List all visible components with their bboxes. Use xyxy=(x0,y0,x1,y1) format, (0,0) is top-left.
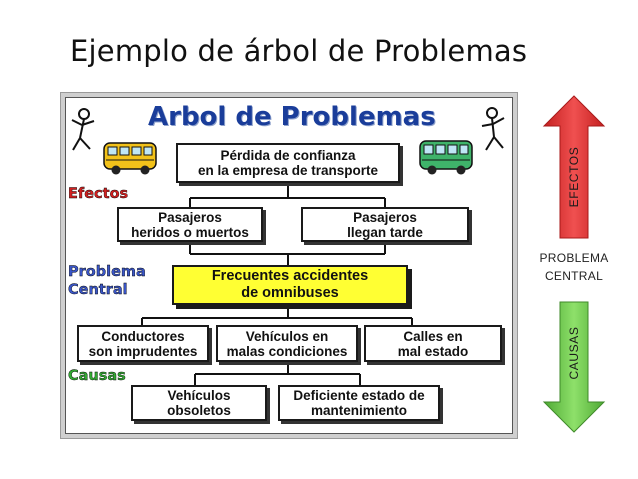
box-line: llegan tarde xyxy=(347,224,423,240)
slide-title: Ejemplo de árbol de Problemas xyxy=(70,34,528,68)
cause-box: Calles en mal estado xyxy=(364,325,502,362)
side-label-central: CENTRAL xyxy=(544,269,604,283)
cause-box: Vehículos en malas condiciones xyxy=(216,325,358,362)
up-arrow-icon xyxy=(542,95,606,239)
stick-figure-icon xyxy=(71,108,95,151)
sub-cause-box: Deficiente estado de mantenimiento xyxy=(278,385,440,421)
row-label-causas: Causas xyxy=(68,368,126,384)
central-problem-box: Frecuentes accidentes de omnibuses xyxy=(172,265,408,305)
row-label-central: Central xyxy=(68,282,128,298)
box-line: Vehículos en xyxy=(245,328,329,344)
side-label-efectos: EFECTOS xyxy=(567,146,581,208)
box-line: malas condiciones xyxy=(226,343,348,359)
effect-box: Pasajeros llegan tarde xyxy=(301,207,469,242)
box-line: Pasajeros xyxy=(353,209,417,225)
side-label-causas: CAUSAS xyxy=(567,326,581,380)
box-line: de omnibuses xyxy=(241,285,339,301)
top-effect-box: Pérdida de confianza en la empresa de tr… xyxy=(176,143,400,183)
box-line: son imprudentes xyxy=(88,343,198,359)
row-label-problema: Problema xyxy=(68,264,146,280)
effect-box: Pasajeros heridos o muertos xyxy=(117,207,263,242)
sub-cause-box: Vehículos obsoletos xyxy=(131,385,267,421)
box-line: Frecuentes accidentes xyxy=(211,268,369,284)
bus-icon xyxy=(103,142,157,175)
side-label-problema: PROBLEMA xyxy=(539,251,609,265)
box-line: Pérdida de confianza xyxy=(220,148,356,163)
box-line: mantenimiento xyxy=(310,403,407,418)
stick-figure-icon xyxy=(481,107,505,151)
box-line: Deficiente estado de xyxy=(293,388,425,403)
bus-icon xyxy=(419,140,473,175)
box-line: Vehículos xyxy=(167,388,231,403)
box-line: en la empresa de transporte xyxy=(197,163,379,178)
box-line: Calles en xyxy=(403,328,463,344)
box-line: obsoletos xyxy=(167,403,231,418)
panel-title: Arbol de Problemas xyxy=(148,102,436,132)
box-line: mal estado xyxy=(397,343,469,359)
down-arrow-icon xyxy=(542,301,606,433)
row-label-efectos: Efectos xyxy=(68,186,129,202)
box-line: Conductores xyxy=(101,328,185,344)
box-line: heridos o muertos xyxy=(131,224,249,240)
box-line: Pasajeros xyxy=(158,209,222,225)
cause-box: Conductores son imprudentes xyxy=(77,325,209,362)
